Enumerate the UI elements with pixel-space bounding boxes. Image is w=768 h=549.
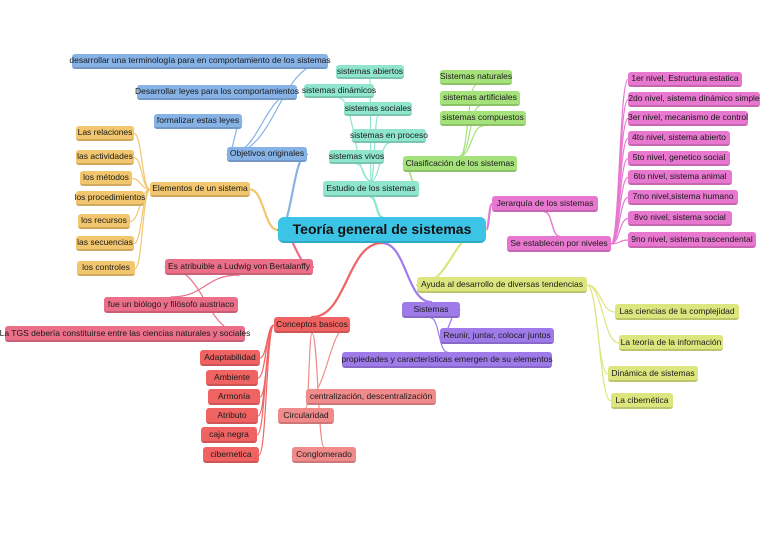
node-nivel-1[interactable]: 1er nivel, Estructura estatica (628, 72, 742, 87)
node-sistemas-abiertos[interactable]: sistemas abiertos (336, 65, 404, 79)
node-se-establecen-niveles[interactable]: Se establecen por niveles (507, 236, 611, 252)
node-teoria-informacion[interactable]: La teoría de la información (619, 335, 723, 351)
node-sistemas-vivos[interactable]: sistemas vivos (329, 150, 384, 164)
connector-20 (459, 105, 481, 157)
node-nivel-4[interactable]: 4to nivel, sistema abierto (628, 131, 730, 146)
node-centralizacion[interactable]: centralización, descentralización (306, 389, 436, 405)
connector-52 (305, 332, 313, 409)
connector-7 (131, 177, 151, 191)
node-sistemas-sociales[interactable]: sistemas sociales (344, 102, 412, 116)
node-adaptabilidad[interactable]: Adaptabilidad (200, 350, 260, 366)
connector-21 (459, 125, 484, 157)
node-jerarquia-sistemas[interactable]: Jerarquía de los sistemas (492, 196, 598, 212)
connector-50 (258, 324, 275, 456)
connector-11 (134, 188, 151, 270)
node-estudio-sistemas[interactable]: Estudio de los sistemas (323, 181, 419, 197)
node-propiedades-caracteristicas[interactable]: propiedades y características emergen de… (341, 352, 553, 368)
node-formalizar-leyes[interactable]: formalizar estas leyes (154, 114, 242, 129)
connector-35 (586, 284, 620, 344)
node-biologo-filosofo[interactable]: fue un biólogo y filósofo austriaco (104, 297, 238, 313)
connector-4 (248, 188, 280, 232)
connector-15 (370, 115, 379, 182)
node-conceptos-basicos[interactable]: Conceptos basicos (274, 317, 350, 333)
node-reunir-juntar[interactable]: Reunir, juntar, colocar juntos (440, 328, 554, 344)
node-los-procedimientos[interactable]: los procedimientos (75, 191, 145, 206)
connector-17 (355, 163, 372, 182)
connector-5 (133, 132, 151, 191)
node-desarrollar-leyes[interactable]: Desarrollar leyes para los comportamient… (135, 85, 299, 100)
node-sistemas-dinamicos[interactable]: sistemas dinámicos (302, 84, 376, 98)
node-cibernetica-red[interactable]: cibernetica (203, 447, 259, 463)
node-nivel-6[interactable]: 6to nivel, sistema animal (628, 170, 732, 185)
node-circularidad[interactable]: Circularidad (278, 408, 334, 424)
connector-32 (610, 239, 629, 245)
node-armonia[interactable]: Armonía (208, 389, 260, 405)
node-cibernetica-lime[interactable]: La cibernética (611, 393, 673, 409)
node-desarrollar-terminologia[interactable]: desarrollar una terminología para en com… (69, 54, 331, 69)
node-dinamica-sistemas[interactable]: Dinámica de sistemas (608, 366, 698, 382)
node-los-recursos[interactable]: los recursos (78, 214, 130, 229)
node-caja-negra[interactable]: caja negra (201, 427, 257, 443)
node-las-actividades[interactable]: las actividades (76, 150, 134, 165)
node-nivel-9[interactable]: 9no nivel, sistema trascendental (628, 232, 756, 248)
connector-6 (133, 156, 151, 191)
node-sistemas-artificiales[interactable]: sistemas artificiales (440, 91, 520, 106)
connector-30 (610, 196, 629, 245)
node-ciencias-complejidad[interactable]: Las ciencias de la complejidad (615, 304, 739, 320)
root-node[interactable]: Teoría general de sistemas (278, 217, 486, 243)
connector-23 (544, 211, 560, 237)
node-clasificacion-sistemas[interactable]: Clasificación de los sistemas (403, 156, 517, 172)
connector-42 (170, 274, 240, 298)
node-nivel-7[interactable]: 7mo nivel,sistema humano (628, 190, 738, 205)
node-las-relaciones[interactable]: Las relaciones (76, 126, 134, 141)
node-sistemas-en-proceso[interactable]: sistemas en proceso (350, 129, 428, 143)
connector-44 (310, 241, 384, 319)
node-sistemas-naturales[interactable]: Sistemas naturales (440, 70, 512, 85)
node-tgs-ciencias[interactable]: La TGS debería constituirse entre las ci… (0, 326, 250, 342)
connector-3 (226, 60, 329, 156)
node-los-metodos[interactable]: los métodos (80, 171, 132, 186)
node-conglomerado[interactable]: Conglomerado (292, 447, 356, 463)
node-nivel-3[interactable]: 3er nivel, mecanismo de control (628, 111, 748, 126)
node-objetivos-originales[interactable]: Objetivos originales (227, 147, 307, 162)
node-atributo[interactable]: Atributo (206, 408, 258, 424)
node-sistemas-compuestos[interactable]: sistemas compuestos (440, 111, 526, 126)
node-sistemas[interactable]: Sistemas (402, 302, 460, 318)
connector-31 (610, 217, 629, 245)
connector-49 (256, 324, 275, 436)
connector-38 (380, 241, 433, 304)
node-nivel-5[interactable]: 5to nivel, genetico social (628, 151, 730, 166)
connector-12 (369, 195, 384, 219)
node-los-controles[interactable]: los controles (77, 261, 135, 276)
node-elementos-sistema[interactable]: Elementos de un sistema (150, 182, 250, 197)
node-ambiente[interactable]: Ambiente (206, 370, 258, 386)
node-nivel-2[interactable]: 2do nivel, sistema dinámico simple (628, 92, 760, 107)
node-las-secuencias[interactable]: las secuencias (76, 236, 134, 251)
node-ayuda-desarrollo[interactable]: Ayuda al desarrollo de diversas tendenci… (417, 277, 587, 293)
node-ludwig-bertalanffy[interactable]: Es atribuible a Ludwig von Bertalanffy (165, 259, 313, 275)
node-nivel-8[interactable]: 8vo nivel, sistema social (628, 211, 732, 226)
connector-37 (586, 284, 612, 402)
connector-40 (430, 317, 448, 353)
